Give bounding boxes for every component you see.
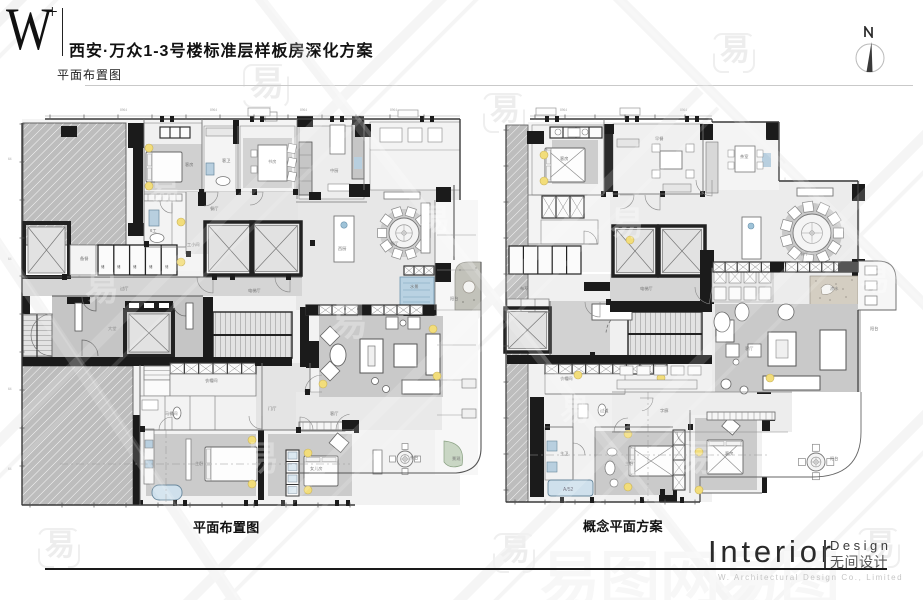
svg-text:大堂: 大堂 (108, 325, 116, 332)
svg-text:易: 易 (500, 534, 530, 567)
svg-text:64: 64 (8, 387, 12, 391)
svg-text:易: 易 (860, 264, 890, 297)
svg-text:储: 储 (133, 264, 137, 269)
svg-text:餐厅: 餐厅 (390, 240, 398, 247)
svg-text:书房: 书房 (268, 158, 276, 165)
svg-text:客房: 客房 (725, 450, 733, 457)
svg-text:过道: 过道 (600, 407, 609, 414)
svg-text:衣帽间: 衣帽间 (560, 375, 573, 382)
svg-text:景观: 景观 (452, 456, 461, 462)
svg-text:64: 64 (8, 467, 12, 471)
svg-text:易: 易 (85, 270, 119, 308)
svg-text:阳台: 阳台 (450, 295, 458, 302)
svg-text:西厨: 西厨 (338, 246, 346, 252)
svg-text:A/52: A/52 (563, 487, 574, 493)
svg-text:衣帽间: 衣帽间 (205, 377, 218, 384)
svg-text:客房: 客房 (185, 161, 193, 168)
svg-text:渗水: 渗水 (830, 285, 839, 292)
svg-text:客房: 客房 (560, 155, 568, 162)
svg-text:主卫: 主卫 (560, 450, 568, 456)
svg-text:储: 储 (149, 264, 153, 269)
svg-text:易: 易 (490, 94, 520, 127)
svg-text:8964: 8964 (390, 108, 397, 112)
svg-text:8964: 8964 (560, 108, 567, 112)
svg-text:易: 易 (720, 34, 750, 67)
svg-text:餐厅: 餐厅 (210, 205, 218, 212)
svg-text:过厅: 过厅 (120, 285, 128, 292)
svg-text:早餐: 早餐 (655, 135, 664, 142)
svg-text:电梯厅: 电梯厅 (248, 287, 261, 294)
svg-text:易: 易 (330, 302, 368, 344)
svg-text:电梯厅: 电梯厅 (640, 285, 653, 292)
svg-text:女儿房: 女儿房 (310, 465, 323, 472)
svg-text:马桶间: 马桶间 (165, 410, 178, 417)
svg-text:客卫: 客卫 (222, 157, 230, 164)
svg-text:易: 易 (865, 529, 895, 562)
svg-text:茶室: 茶室 (740, 153, 748, 159)
svg-text:8964: 8964 (680, 108, 687, 112)
svg-text:易: 易 (680, 437, 716, 478)
svg-text:易图网易图: 易图网易图 (540, 546, 840, 600)
svg-text:6工: 6工 (150, 228, 157, 233)
svg-text:储: 储 (165, 264, 169, 269)
svg-text:易: 易 (150, 174, 180, 207)
svg-text:阳台: 阳台 (870, 325, 878, 332)
svg-text:茶台: 茶台 (410, 454, 418, 461)
svg-text:门厅: 门厅 (268, 405, 276, 412)
svg-text:水景: 水景 (410, 283, 418, 290)
svg-text:中厨: 中厨 (330, 167, 338, 174)
svg-text:易: 易 (610, 205, 644, 243)
svg-text:易: 易 (250, 65, 284, 103)
svg-text:布草: 布草 (520, 285, 528, 292)
svg-text:工小间: 工小间 (187, 241, 200, 248)
svg-text:8964: 8964 (120, 108, 127, 112)
svg-text:易: 易 (245, 440, 279, 478)
svg-text:主卧: 主卧 (625, 460, 633, 467)
svg-text:64: 64 (8, 157, 12, 161)
svg-text:餐厅: 餐厅 (800, 250, 808, 257)
svg-text:8964: 8964 (300, 108, 307, 112)
svg-text:储: 储 (101, 264, 105, 269)
svg-text:64: 64 (8, 257, 12, 261)
svg-text:8964: 8964 (210, 108, 217, 112)
svg-text:易: 易 (45, 529, 75, 562)
svg-text:主卧: 主卧 (195, 460, 203, 467)
svg-text:易: 易 (560, 394, 590, 427)
svg-text:阳台: 阳台 (830, 455, 838, 462)
svg-text:备餐: 备餐 (80, 255, 89, 262)
svg-text:储: 储 (117, 264, 121, 269)
svg-text:易: 易 (420, 204, 450, 237)
svg-text:字廊: 字廊 (660, 407, 668, 414)
svg-text:客厅: 客厅 (745, 345, 753, 352)
svg-text:客厅: 客厅 (330, 410, 338, 417)
